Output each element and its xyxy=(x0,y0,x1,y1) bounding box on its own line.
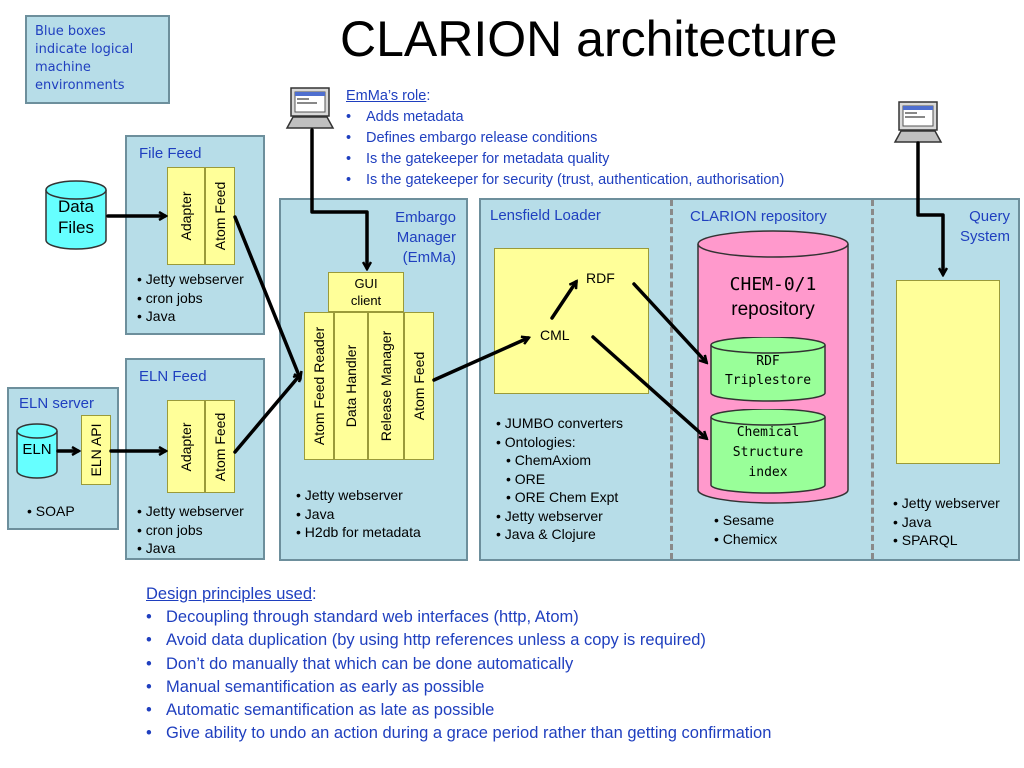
triplestore-cylinder-icon xyxy=(710,337,826,402)
repository-bullets: Sesame Chemicx xyxy=(714,511,777,548)
eln-feed-adapter: Adapter xyxy=(167,400,205,493)
repository-label: CHEM-0/1 repository xyxy=(729,274,817,320)
lensfield-bullets: JUMBO converters Ontologies: ChemAxiom O… xyxy=(496,414,623,544)
eln-feed-bullets: Jetty webserver cron jobs Java xyxy=(137,502,244,558)
design-principles-section: Design principles used: Decoupling throu… xyxy=(146,583,771,745)
structure-index-label: Chemical Structure index xyxy=(732,425,804,480)
query-system-area xyxy=(896,280,1000,464)
design-principle-item: Decoupling through standard web interfac… xyxy=(146,606,771,629)
repository-title: CLARION repository xyxy=(690,208,827,225)
eln-api: ELN API xyxy=(81,415,111,485)
laptop-icon xyxy=(285,87,335,129)
eln-feed-atom-feed: Atom Feed xyxy=(205,400,235,493)
emma-role-item: Defines embargo release conditions xyxy=(346,128,784,149)
eln-label: ELN xyxy=(22,441,52,458)
emma-role-item: Adds metadata xyxy=(346,107,784,128)
emma-role-section: EmMa’s role: Adds metadata Defines embar… xyxy=(346,86,784,191)
data-files-cylinder-icon xyxy=(45,180,107,250)
query-system-title: Query System xyxy=(959,208,1010,245)
triplestore-label: RDF Triplestore xyxy=(724,354,812,388)
file-feed-atom-feed: Atom Feed xyxy=(205,167,235,265)
lensfield-area xyxy=(494,248,649,394)
file-feed-adapter: Adapter xyxy=(167,167,205,265)
design-principle-item: Avoid data duplication (by using http re… xyxy=(146,629,771,652)
design-principle-item: Don’t do manually that which can be done… xyxy=(146,653,771,676)
atom-feed-reader: Atom Feed Reader xyxy=(304,312,334,460)
legend-note: Blue boxes indicate logical machine envi… xyxy=(25,15,170,104)
design-principle-item: Automatic semantification as late as pos… xyxy=(146,699,771,722)
file-feed-title: File Feed xyxy=(139,145,202,162)
embargo-manager-bullets: Jetty webserver Java H2db for metadata xyxy=(296,486,421,542)
design-principle-item: Give ability to undo an action during a … xyxy=(146,722,771,745)
lensfield-title: Lensfield Loader xyxy=(490,207,601,224)
emma-role-item: Is the gatekeeper for security (trust, a… xyxy=(346,170,784,191)
query-system-bullets: Jetty webserver Java SPARQL xyxy=(893,494,1000,550)
structure-index-cylinder-icon xyxy=(710,409,826,494)
cml-label: CML xyxy=(540,327,570,343)
divider xyxy=(871,200,874,559)
release-manager: Release Manager xyxy=(368,312,404,460)
emma-atom-feed: Atom Feed xyxy=(404,312,434,460)
file-feed-bullets: Jetty webserver cron jobs Java xyxy=(137,270,244,326)
eln-server-title: ELN server xyxy=(19,395,95,412)
eln-server-bullets: SOAP xyxy=(27,502,75,521)
laptop-icon xyxy=(893,101,943,143)
embargo-manager-title: Embargo Manager (EmMa) xyxy=(395,209,456,266)
design-principle-item: Manual semantification as early as possi… xyxy=(146,676,771,699)
gui-client: GUI client xyxy=(328,272,404,312)
rdf-label: RDF xyxy=(586,270,615,286)
eln-cylinder-icon xyxy=(16,423,58,479)
emma-role-item: Is the gatekeeper for metadata quality xyxy=(346,149,784,170)
data-files-label: Data Files xyxy=(58,197,94,237)
divider xyxy=(670,200,673,559)
emma-role-heading: EmMa’s role xyxy=(346,88,427,104)
data-handler: Data Handler xyxy=(334,312,368,460)
page-title: CLARION architecture xyxy=(340,11,838,67)
design-principles-heading: Design principles used xyxy=(146,585,313,603)
eln-feed-title: ELN Feed xyxy=(139,368,207,385)
